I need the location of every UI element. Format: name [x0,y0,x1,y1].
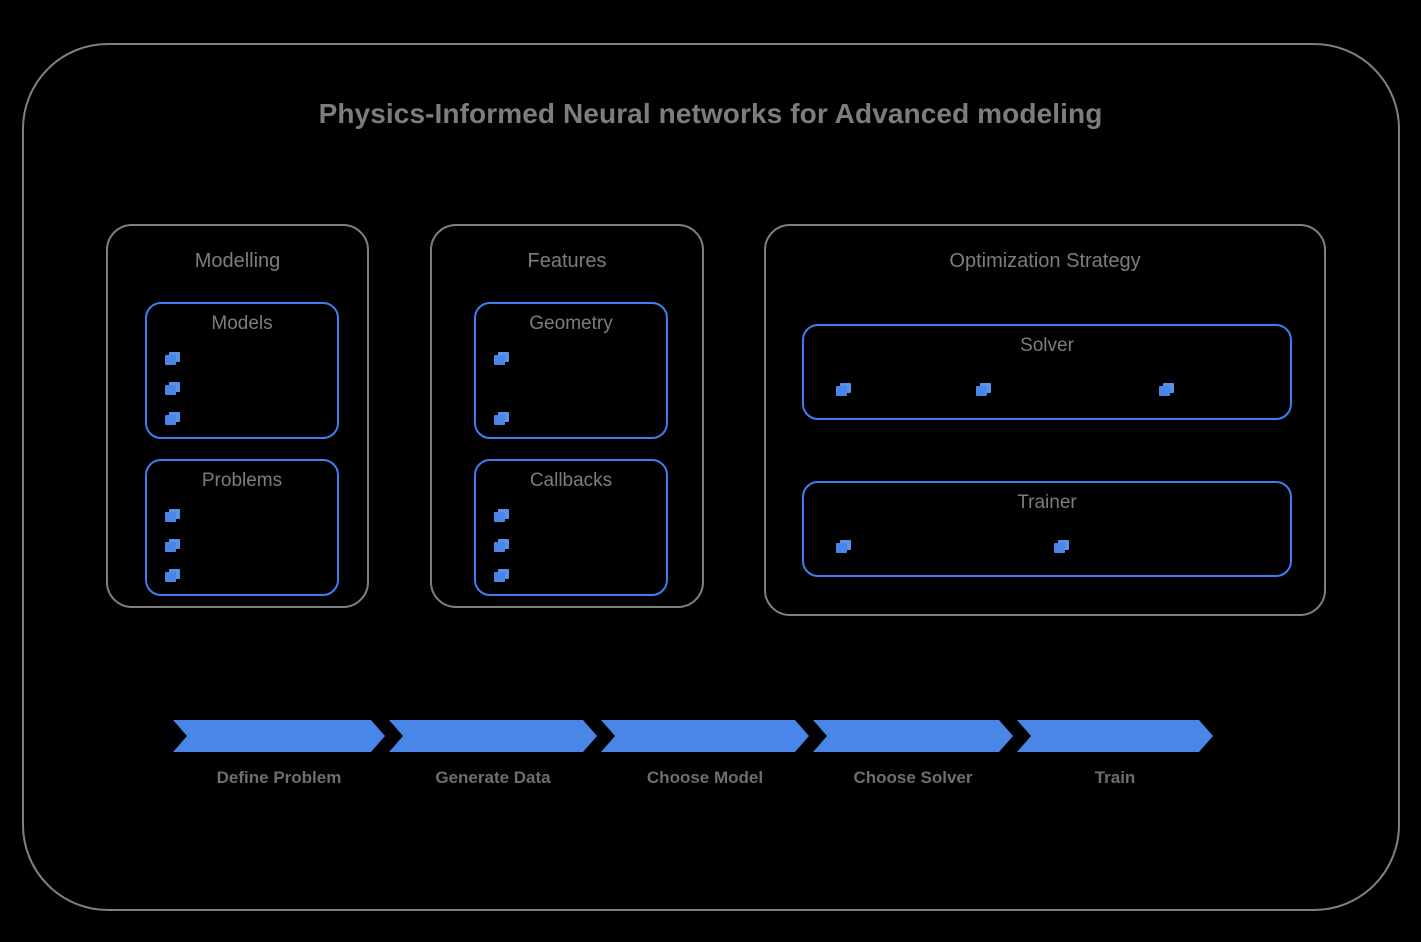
pipeline-arrow-choose-model[interactable] [601,720,809,752]
stacked-square-icon [494,352,509,365]
group-optimization-strategy: Optimization Strategy Solver Trainer [764,224,1326,616]
group-title-modelling: Modelling [194,250,281,272]
card-title-models: Models [211,313,273,334]
card-trainer[interactable]: Trainer [802,481,1292,577]
page-title: Physics-Informed Neural networks for Adv… [318,98,1103,129]
stacked-square-icon [494,569,509,582]
card-title-callbacks: Callbacks [529,470,613,491]
group-features: Features Geometry Callbacks [430,224,704,608]
stacked-square-icon [494,539,509,552]
card-title-geometry: Geometry [529,313,613,334]
stacked-square-icon [494,509,509,522]
pipeline-label-generate-data: Generate Data [435,768,551,787]
pipeline-label-train: Train [1094,768,1136,787]
card-title-problems: Problems [201,470,283,491]
pipeline-arrow-generate-data[interactable] [389,720,597,752]
pipeline-label-define-problem: Define Problem [216,768,342,787]
stacked-square-icon [165,569,180,582]
card-models[interactable]: Models [145,302,339,439]
workflow-pipeline: Define Problem Generate Data Choose Mode… [173,720,1213,815]
pipeline-label-choose-solver: Choose Solver [853,768,973,787]
card-title-solver: Solver [1020,335,1074,356]
pipeline-arrow-define-problem[interactable] [173,720,385,752]
stacked-square-icon [165,352,180,365]
stacked-square-icon [494,412,509,425]
pipeline-label-choose-model: Choose Model [646,768,764,787]
outer-container [22,43,1400,911]
card-title-trainer: Trainer [1017,492,1077,513]
stacked-square-icon [976,383,991,396]
stacked-square-icon [165,412,180,425]
stacked-square-icon [165,509,180,522]
pipeline-arrow-train[interactable] [1017,720,1213,752]
stacked-square-icon [1159,383,1174,396]
stacked-square-icon [836,540,851,553]
card-problems[interactable]: Problems [145,459,339,596]
chevron-row [173,720,1213,752]
card-geometry[interactable]: Geometry [474,302,668,439]
group-title-optimization-strategy: Optimization Strategy [949,250,1141,272]
stacked-square-icon [836,383,851,396]
group-title-features: Features [527,250,607,272]
stacked-square-icon [165,539,180,552]
pipeline-arrow-choose-solver[interactable] [813,720,1013,752]
stacked-square-icon [165,382,180,395]
stacked-square-icon [1054,540,1069,553]
card-callbacks[interactable]: Callbacks [474,459,668,596]
group-modelling: Modelling Models Problems [106,224,369,608]
card-solver[interactable]: Solver [802,324,1292,420]
